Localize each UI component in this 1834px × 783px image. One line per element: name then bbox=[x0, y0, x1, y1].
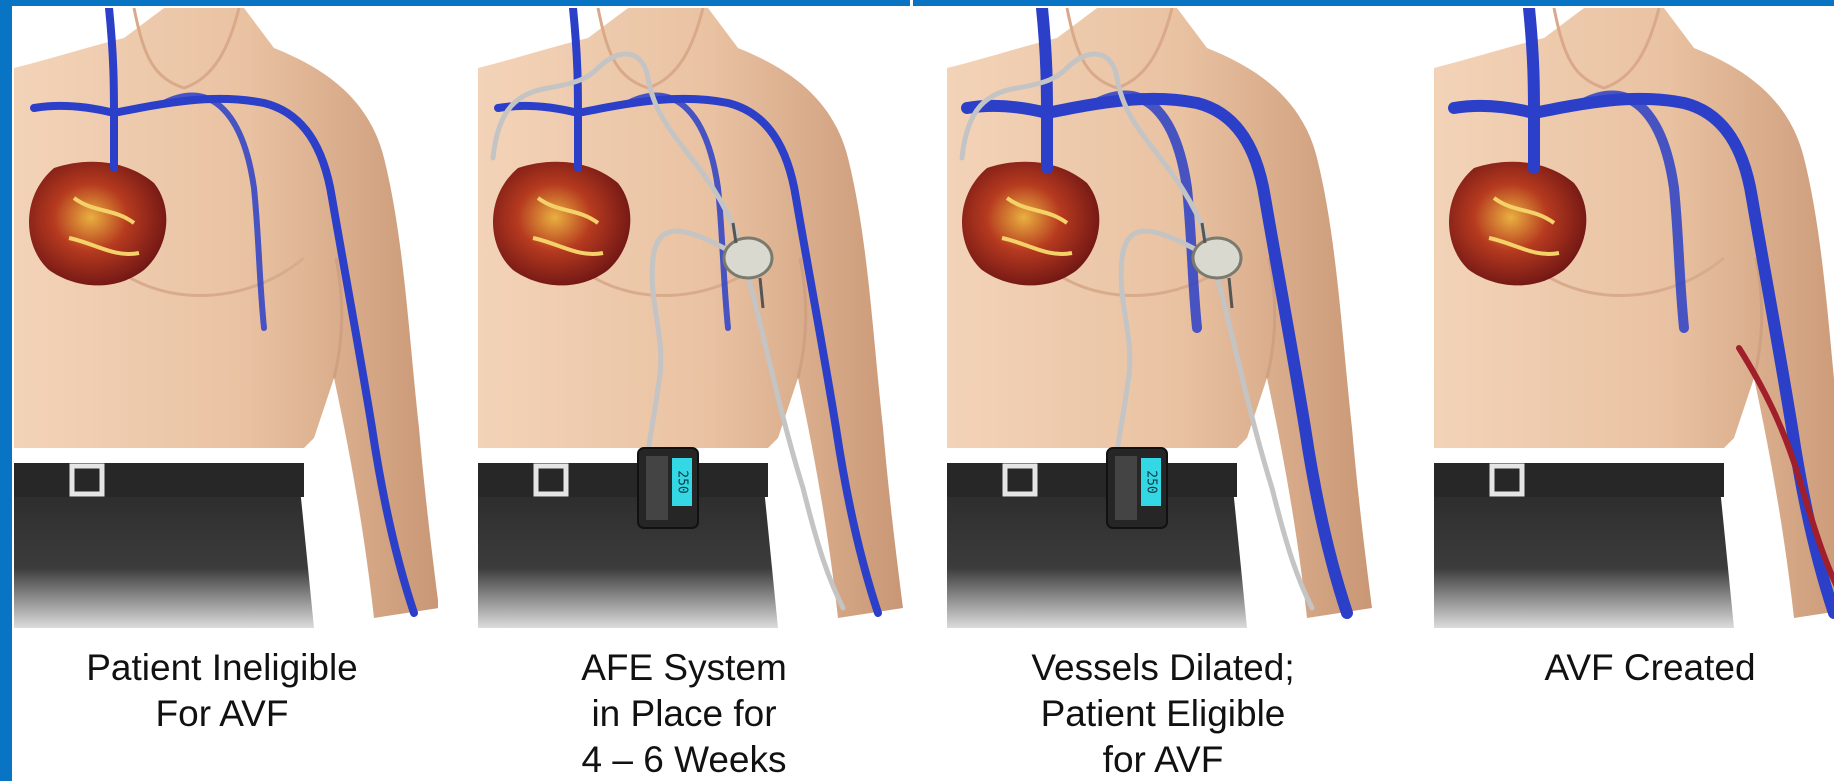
torso-illustration bbox=[14, 8, 438, 628]
afe-device: 250 bbox=[638, 448, 698, 528]
panel-vessels-dilated: 250 bbox=[947, 8, 1390, 628]
belt bbox=[478, 463, 768, 497]
caption-line: in Place for bbox=[464, 691, 904, 737]
torso-illustration bbox=[1434, 8, 1834, 628]
caption-line: 4 – 6 Weeks bbox=[464, 737, 904, 783]
frame-divider bbox=[910, 0, 913, 6]
caption-line: Patient Ineligible bbox=[2, 645, 442, 691]
caption-line: Vessels Dilated; bbox=[943, 645, 1383, 691]
torso-illustration: 250 bbox=[947, 8, 1377, 628]
caption-line: Patient Eligible bbox=[943, 691, 1383, 737]
belt bbox=[1434, 463, 1724, 497]
torso-illustration: 250 bbox=[478, 8, 908, 628]
heart-icon bbox=[962, 162, 1099, 286]
heart-icon bbox=[1449, 162, 1586, 286]
heart-icon bbox=[29, 162, 166, 286]
pants bbox=[478, 478, 778, 628]
device-display-value: 250 bbox=[1144, 470, 1159, 493]
belt bbox=[947, 463, 1237, 497]
pants bbox=[14, 478, 314, 628]
caption-line: AVF Created bbox=[1430, 645, 1834, 691]
panel-afe-system-in-place: 250 bbox=[478, 8, 908, 628]
caption-line: AFE System bbox=[464, 645, 904, 691]
pump-icon bbox=[1193, 238, 1241, 278]
panel-avf-created bbox=[1434, 8, 1834, 628]
caption-avf-created: AVF Created bbox=[1430, 645, 1834, 691]
pump-icon bbox=[724, 238, 772, 278]
panel-patient-ineligible bbox=[14, 8, 438, 628]
belt bbox=[14, 463, 304, 497]
afe-device: 250 bbox=[1107, 448, 1167, 528]
blue-frame-top bbox=[0, 0, 1834, 6]
heart-icon bbox=[493, 162, 630, 286]
pants bbox=[1434, 478, 1734, 628]
device-display-value: 250 bbox=[675, 470, 690, 493]
pants bbox=[947, 478, 1247, 628]
caption-line: For AVF bbox=[2, 691, 442, 737]
caption-line: for AVF bbox=[943, 737, 1383, 783]
